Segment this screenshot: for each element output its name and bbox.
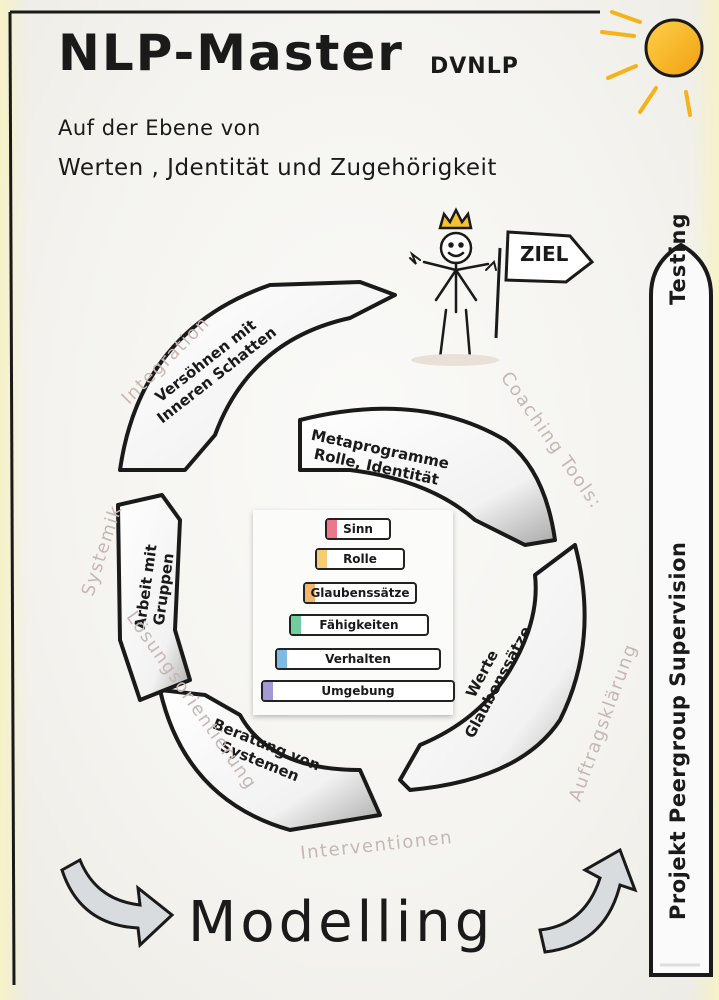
level-umgebung: Umgebung xyxy=(261,680,455,702)
cycle-arrow-shadow xyxy=(118,280,397,472)
level-label: Rolle xyxy=(343,552,377,566)
level-color xyxy=(263,682,273,700)
level-color xyxy=(305,584,315,602)
level-glaubenssaetze: Glaubenssätze xyxy=(303,582,417,604)
level-color xyxy=(277,650,287,668)
supervision-label: Projekt Peergroup Supervision xyxy=(666,541,690,920)
level-label: Sinn xyxy=(343,522,373,536)
curved-arrow-right-icon xyxy=(538,847,638,954)
subtitle-line-1: Auf der Ebene von xyxy=(58,116,261,140)
goal-sign-label: ZIEL xyxy=(520,242,569,266)
curved-arrow-left-icon xyxy=(60,857,175,949)
stick-figure-icon xyxy=(409,207,499,366)
modelling-label: Modelling xyxy=(188,890,495,955)
level-color xyxy=(327,520,337,538)
cycle-arrow-gruppen xyxy=(116,493,192,702)
level-label: Glaubenssätze xyxy=(310,586,410,600)
sun-icon xyxy=(600,10,704,117)
cycle-arrow-werte xyxy=(398,543,587,792)
level-sinn: Sinn xyxy=(325,518,391,540)
level-faehigkeiten: Fähigkeiten xyxy=(289,614,429,636)
vertical-arrow xyxy=(649,242,713,977)
testing-label: Testing xyxy=(666,212,690,306)
level-label: Verhalten xyxy=(325,652,391,666)
modelling-arrows xyxy=(60,847,638,954)
frame-lines xyxy=(8,10,600,986)
goal-sign-icon xyxy=(494,230,595,339)
frame-left-line xyxy=(8,11,16,986)
level-rolle: Rolle xyxy=(315,548,405,570)
organization-label: DVNLP xyxy=(430,54,519,79)
level-label: Umgebung xyxy=(321,684,395,698)
level-color xyxy=(317,550,327,568)
cycle-arrow-metaprogramme xyxy=(298,406,557,547)
subtitle-line-2: Werten , Jdentität und Zugehörigkeit xyxy=(58,155,497,181)
level-color xyxy=(291,616,301,634)
level-verhalten: Verhalten xyxy=(275,648,441,670)
page-title: NLP-Master xyxy=(58,24,404,82)
level-label: Fähigkeiten xyxy=(319,618,399,632)
cycle-arrow-beratung xyxy=(158,688,382,832)
logical-levels-card: Sinn Rolle Glaubenssätze Fähigkeiten Ver… xyxy=(253,510,455,715)
cycle-arrows xyxy=(116,280,587,832)
